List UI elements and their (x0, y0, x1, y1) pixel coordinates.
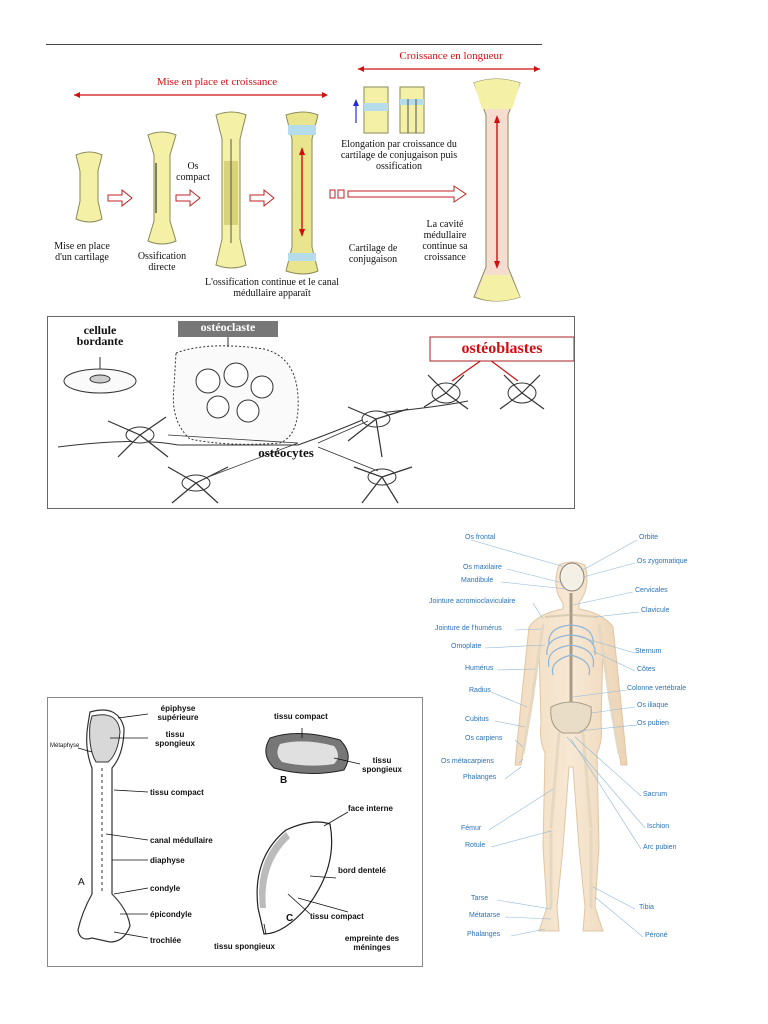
skeleton-label-left-8: Cubitus (465, 716, 489, 723)
b-compact-label: tissu compact (274, 712, 328, 721)
figure-c-label: C (286, 913, 294, 924)
skeleton-label-right-5: Côtes (637, 666, 656, 673)
epicondyle-label: épicondyle (150, 910, 192, 919)
skeleton-label-left-14: Tarse (471, 895, 489, 902)
metaphyse-label: Métaphyse (50, 743, 80, 749)
face-interne-label: face interne (348, 804, 393, 813)
skeleton-label-left-0: Os frontal (465, 534, 496, 541)
elongation-label: Elongation par croissance du cartilage d… (340, 139, 458, 172)
cartilage-label: Cartilage de conjugaison (348, 243, 398, 265)
stage2-label: Ossification directe (137, 251, 187, 273)
osteoblastes-label: ostéoblastes (461, 340, 543, 357)
bone-cells-panel: ostéoclaste cellule bordante ostéoblaste… (47, 316, 575, 509)
b-spongieux-label: tissu spongieux (362, 756, 403, 774)
skeleton-label-right-2: Cervicales (635, 587, 668, 594)
figure-a-label: A (78, 877, 85, 888)
header-right-label: Croissance en longueur (399, 50, 503, 62)
skeleton-label-right-9: Sacrum (643, 791, 668, 798)
skeleton-drawing (470, 539, 646, 938)
compact-label: tissu compact (150, 788, 204, 797)
skeleton-label-left-5: Omoplate (451, 643, 482, 650)
bone-growth-drawing (46, 44, 542, 302)
skeleton-label-right-4: Sternum (635, 648, 662, 655)
humerus-drawing (77, 709, 361, 943)
stage1-label: Mise en place d'un cartilage (54, 241, 110, 263)
stage3-label: L'ossification continue et le canal médu… (205, 277, 339, 299)
skeleton-label-right-0: Orbite (639, 534, 659, 541)
skeleton-label-right-13: Péroné (645, 932, 668, 939)
skeleton-label-left-12: Fémur (461, 825, 482, 832)
skeleton-label-right-1: Os zygomatique (637, 558, 688, 565)
canal-label: canal médullaire (150, 836, 213, 845)
skeleton-label-left-11: Phalanges (463, 774, 497, 781)
c-spongieux-label: tissu spongieux (214, 942, 275, 951)
skeleton-label-right-12: Tibia (639, 904, 654, 911)
skeleton-label-left-3: Jointure acromioclaviculaire (429, 598, 516, 605)
skeleton-label-right-7: Os iliaque (637, 702, 669, 709)
trochlee-label: trochlée (150, 936, 182, 945)
diaphyse-label: diaphyse (150, 856, 185, 865)
skeleton-label-left-16: Phalanges (467, 931, 501, 938)
skeleton-label-left-2: Mandibule (461, 577, 494, 584)
skeleton-label-right-8: Os pubien (637, 720, 669, 727)
skeleton-label-left-4: Jointure de l'humérus (435, 625, 502, 632)
header-left-label: Mise en place et croissance (156, 76, 278, 88)
figure-b-label: B (280, 775, 288, 786)
skeleton-label-right-10: Ischion (647, 823, 670, 830)
c-compact-label: tissu compact (310, 912, 364, 921)
skeleton-label-left-10: Os métacarpiens (441, 758, 494, 765)
os-compact-label: Os compact (176, 161, 210, 183)
skeleton-label-left-13: Rotule (465, 842, 486, 849)
skeleton-label-right-6: Colonne vertébrale (627, 685, 687, 692)
bone-growth-panel: Mise en place et croissance Croissance e… (46, 43, 542, 311)
condyle-label: condyle (150, 884, 181, 893)
cavity-label: La cavité médullaire continue sa croissa… (422, 219, 468, 263)
skeleton-label-left-9: Os carpiens (465, 735, 503, 742)
humerus-panel: épiphyse supérieure Métaphyse tissu spon… (47, 697, 423, 967)
osteocytes-label: ostéocytes (258, 445, 314, 460)
skeleton-label-left-1: Os maxilaire (463, 564, 502, 571)
skeleton-label-left-6: Humérus (465, 665, 494, 672)
empreinte-label: empreinte des méninges (344, 934, 400, 952)
spongieux-label: tissu spongieux (154, 730, 195, 748)
bord-label: bord dentelé (338, 866, 387, 875)
skeleton-label-right-3: Clavicule (641, 607, 670, 614)
bordante-label: cellule bordante (76, 323, 124, 348)
skeleton-label-left-7: Radius (469, 687, 491, 694)
epiphyse-label: épiphyse supérieure (157, 704, 199, 722)
bone-cells-drawing (57, 321, 574, 504)
skeleton-leader-lines (470, 539, 646, 938)
skeleton-label-left-15: Métatarse (469, 912, 501, 919)
osteoclaste-label: ostéoclaste (200, 320, 256, 334)
skeleton-label-right-11: Arc pubien (643, 844, 677, 851)
